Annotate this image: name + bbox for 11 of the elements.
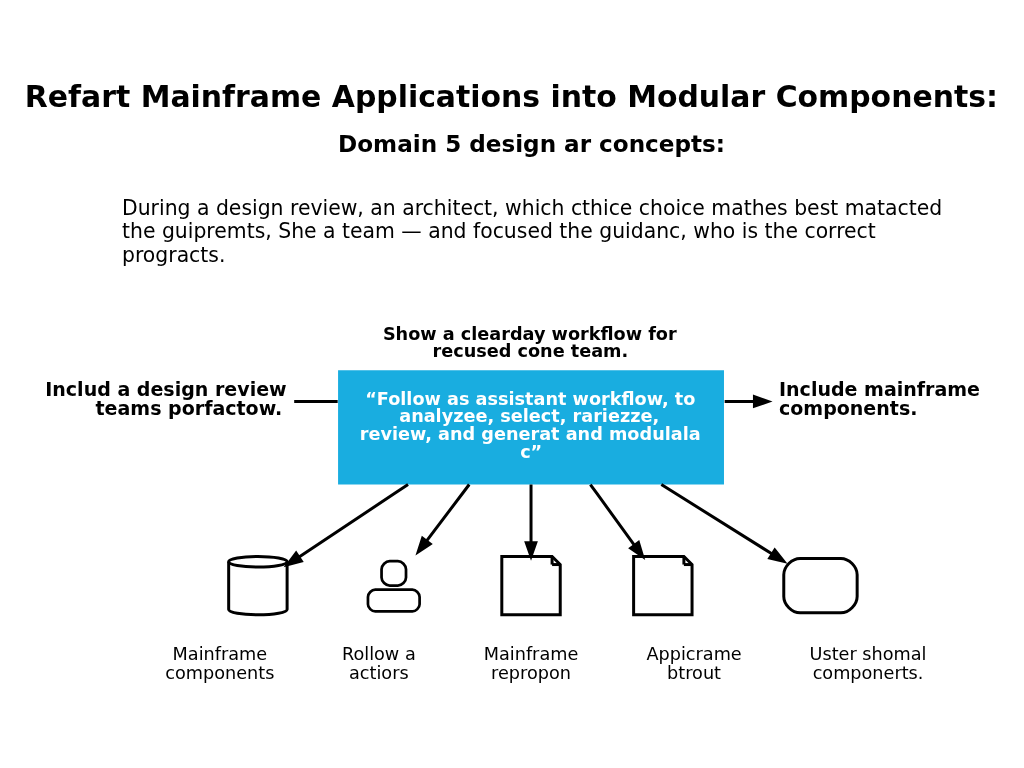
- node-label: Show a clearday workflow for recused cone team.: [382, 323, 677, 361]
- node-label: Rollow a actiors: [341, 643, 416, 683]
- node-text: Include mainframe components.: [779, 377, 980, 419]
- node-label: Uster shomal componerts.: [809, 643, 927, 683]
- diagram-title: Refart Mainframe Applications into Modular Components:: [24, 78, 998, 114]
- label: Domain 5 design ar concepts:: [338, 130, 726, 157]
- node-label: Mainframe components: [165, 643, 275, 683]
- node-label: Appicrame btrout: [646, 643, 742, 683]
- node-label: Mainframe repropon: [483, 643, 579, 683]
- label: During a design review, an architect, which cthice choice mathes best matacted the guipremts, She a team — and focused the guidanc, who is the correct progracts.: [122, 195, 943, 267]
- node-text: Includ a design review teams porfactow.: [45, 377, 287, 419]
